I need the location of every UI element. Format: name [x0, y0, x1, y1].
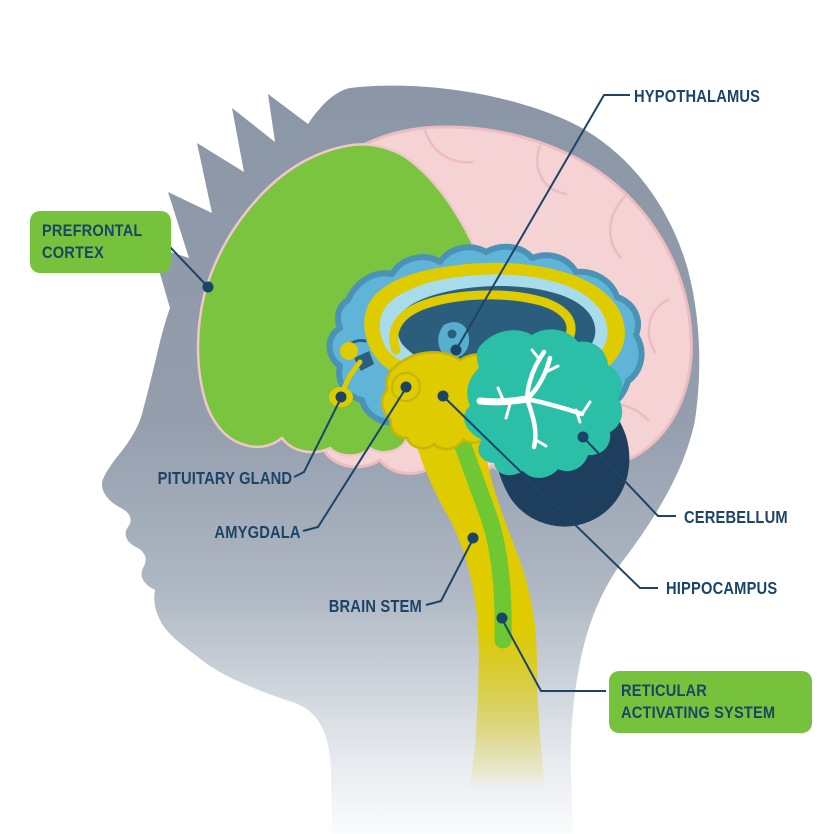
- leader-dots: [202, 281, 589, 624]
- badge-ras-line2: ACTIVATING SYSTEM: [621, 703, 776, 723]
- dot-brain-stem: [467, 532, 479, 544]
- dot-hypothalamus: [450, 344, 462, 356]
- badge-reticular-activating-system: RETICULAR ACTIVATING SYSTEM: [609, 671, 813, 734]
- badge-ras-line1: RETICULAR: [621, 681, 708, 700]
- leader-cerebellum: [583, 437, 676, 517]
- dot-prefrontal-cortex: [202, 281, 214, 293]
- septal-yellow-blob: [340, 342, 358, 360]
- dot-amygdala: [400, 381, 412, 393]
- brain-stem-shape: [412, 428, 545, 786]
- reticular-strip: [443, 407, 512, 649]
- dot-hippocampus: [437, 390, 449, 402]
- leader-reticular-activating-system: [501, 618, 606, 692]
- badge-prefrontal-line1: PREFRONTAL: [42, 221, 143, 240]
- dot-cerebellum: [577, 431, 589, 443]
- dot-reticular-activating-system: [496, 612, 508, 624]
- badge-prefrontal-line2: CORTEX: [42, 243, 104, 263]
- leader-brain-stem: [425, 538, 474, 606]
- label-brain-stem: BRAIN STEM: [328, 596, 422, 616]
- leader-hippocampus: [443, 396, 658, 589]
- badge-prefrontal-cortex: PREFRONTAL CORTEX: [30, 211, 171, 274]
- leader-hypothalamus: [455, 94, 630, 351]
- leader-lines: [135, 94, 676, 692]
- label-amygdala: AMYGDALA: [214, 522, 301, 542]
- label-hippocampus: HIPPOCAMPUS: [666, 578, 778, 598]
- label-pituitary-gland: PITUITARY GLAND: [157, 468, 292, 488]
- arbor-vitae: [476, 348, 592, 450]
- dot-pituitary-gland: [335, 391, 347, 403]
- leader-pituitary-gland: [293, 397, 342, 478]
- label-cerebellum: CEREBELLUM: [684, 507, 788, 527]
- leader-amygdala: [302, 387, 407, 532]
- label-hypothalamus: HYPOTHALAMUS: [634, 86, 761, 106]
- hypothalamus-nucleus-dot: [447, 329, 457, 339]
